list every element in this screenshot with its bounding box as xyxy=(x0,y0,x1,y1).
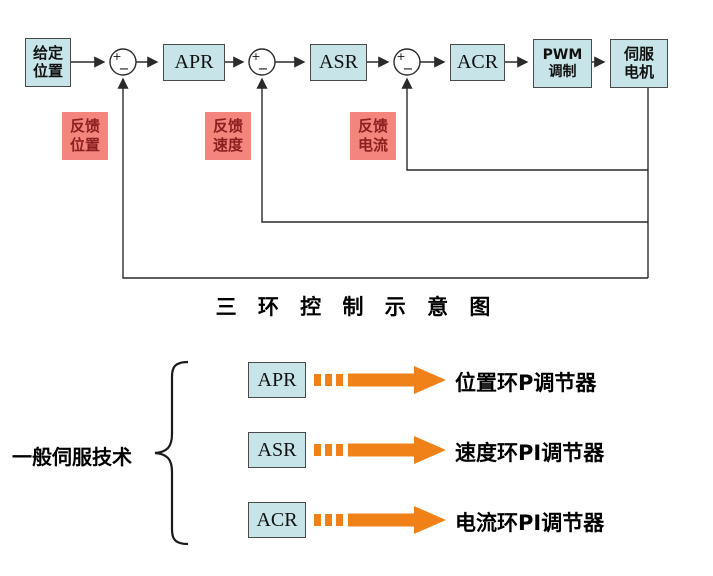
apr-block: APR xyxy=(163,44,225,81)
sum1-plus-sign: + xyxy=(112,50,121,63)
sum-junction-speed xyxy=(248,48,276,76)
sum-junction-position xyxy=(109,48,137,76)
sum-junction-current xyxy=(393,48,421,76)
sum2-minus-sign: − xyxy=(258,62,269,77)
legend-arrow-acr xyxy=(314,506,446,534)
feedback-speed-label: 反馈 速度 xyxy=(205,112,251,160)
acr-block: ACR xyxy=(450,44,505,81)
sum2-plus-sign: + xyxy=(251,50,260,63)
legend-acr-description: 电流环PI调节器 xyxy=(455,511,605,535)
given-position-block: 给定 位置 xyxy=(25,38,71,87)
legend-arrows xyxy=(314,366,446,534)
legend-acr-block: ACR xyxy=(248,502,306,538)
diagram-title: 三 环 控 制 示 意 图 xyxy=(215,295,498,319)
legend-asr-description: 速度环PI调节器 xyxy=(455,441,605,465)
feedback-current-label: 反馈 电流 xyxy=(350,112,396,160)
sum3-plus-sign: + xyxy=(396,50,405,63)
asr-block: ASR xyxy=(310,44,367,81)
legend-apr-description: 位置环P调节器 xyxy=(455,371,597,395)
legend-apr-block: APR xyxy=(248,362,306,398)
sum1-minus-sign: − xyxy=(119,62,130,77)
sum3-minus-sign: − xyxy=(403,62,414,77)
feedback-path-lines xyxy=(117,77,649,279)
pwm-modulation-block: PWM 调制 xyxy=(533,39,592,88)
summing-junctions: + − + − + − xyxy=(109,48,421,77)
legend-intro-label: 一般伺服技术 xyxy=(12,445,132,469)
legend-arrow-apr xyxy=(314,366,446,394)
feedback-position-label: 反馈 位置 xyxy=(62,112,108,160)
brace xyxy=(154,360,189,546)
servo-motor-block: 伺服 电机 xyxy=(610,39,668,88)
legend-arrow-asr xyxy=(314,436,446,464)
legend-asr-block: ASR xyxy=(248,432,306,468)
